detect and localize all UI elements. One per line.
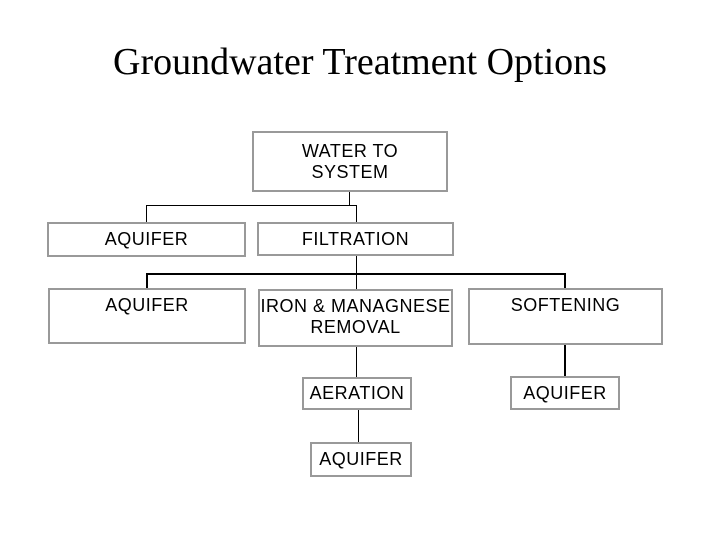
box-label: AQUIFER xyxy=(104,229,189,249)
flowchart-box-aeration: AERATION xyxy=(302,377,412,410)
flowchart-box-aquifer-left: AQUIFER xyxy=(47,222,246,257)
box-label-line: REMOVAL xyxy=(310,317,401,337)
flowchart-box-water-to-system: WATER TO SYSTEM xyxy=(252,131,448,192)
box-label: FILTRATION xyxy=(301,228,410,249)
box-label: AERATION xyxy=(309,383,405,403)
flowchart-box-aquifer-under-softening: AQUIFER xyxy=(510,376,620,410)
box-label-line: IRON & MANAGNESE xyxy=(260,296,451,316)
flowchart-box-aquifer-under-aeration: AQUIFER xyxy=(310,442,412,477)
connector-aeration-to-aquifer xyxy=(358,410,359,442)
box-label: AQUIFER xyxy=(319,449,403,469)
connector-softening-to-aquifer xyxy=(564,345,566,376)
connector-water-stub xyxy=(349,192,350,205)
connector-row3-horizontal xyxy=(146,273,566,275)
flowchart-box-iron-managnese-removal: IRON & MANAGNESE REMOVAL xyxy=(258,289,453,347)
box-label-line: SYSTEM xyxy=(311,161,389,182)
box-label-line: WATER TO xyxy=(301,140,399,161)
connector-row3-drop-aquifer xyxy=(146,273,148,288)
page-title: Groundwater Treatment Options xyxy=(113,41,607,83)
connector-row2-drop-aquifer xyxy=(146,205,147,222)
connector-row2-drop-filtration xyxy=(356,205,357,222)
connector-row2-horizontal xyxy=(146,205,357,206)
flowchart-box-softening: SOFTENING xyxy=(468,288,663,345)
box-label: AQUIFER xyxy=(523,382,607,403)
connector-row3-drop-softening xyxy=(564,273,566,288)
connector-iron-to-aeration xyxy=(356,347,357,377)
box-label: AQUIFER xyxy=(105,295,189,315)
connector-filtration-down xyxy=(356,256,357,289)
flowchart-box-aquifer-row3: AQUIFER xyxy=(48,288,246,344)
box-label: SOFTENING xyxy=(510,295,621,315)
flowchart-box-filtration: FILTRATION xyxy=(257,222,454,256)
